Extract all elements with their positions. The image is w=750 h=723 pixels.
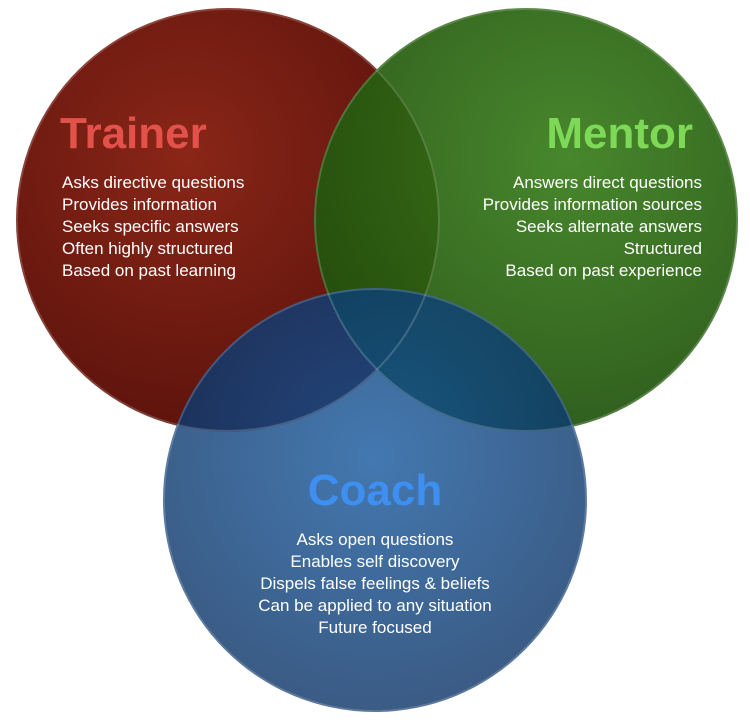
- coach-item: Asks open questions: [297, 530, 454, 549]
- mentor-item: Provides information sources: [483, 195, 702, 214]
- coach-item: Future focused: [318, 618, 431, 637]
- coach-item: Enables self discovery: [290, 552, 460, 571]
- coach-title: Coach: [308, 466, 442, 515]
- trainer-title: Trainer: [60, 109, 207, 158]
- trainer-item: Provides information: [62, 195, 217, 214]
- mentor-title: Mentor: [546, 109, 693, 158]
- mentor-item: Answers direct questions: [513, 173, 702, 192]
- coach-item: Dispels false feelings & beliefs: [260, 574, 490, 593]
- trainer-item: Asks directive questions: [62, 173, 244, 192]
- trainer-item: Seeks specific answers: [62, 217, 239, 236]
- mentor-item: Based on past experience: [505, 261, 702, 280]
- coach-circle: [163, 288, 587, 712]
- coach-item: Can be applied to any situation: [258, 596, 491, 615]
- mentor-item: Structured: [624, 239, 702, 258]
- trainer-item: Based on past learning: [62, 261, 236, 280]
- trainer-item: Often highly structured: [62, 239, 233, 258]
- mentor-item: Seeks alternate answers: [516, 217, 702, 236]
